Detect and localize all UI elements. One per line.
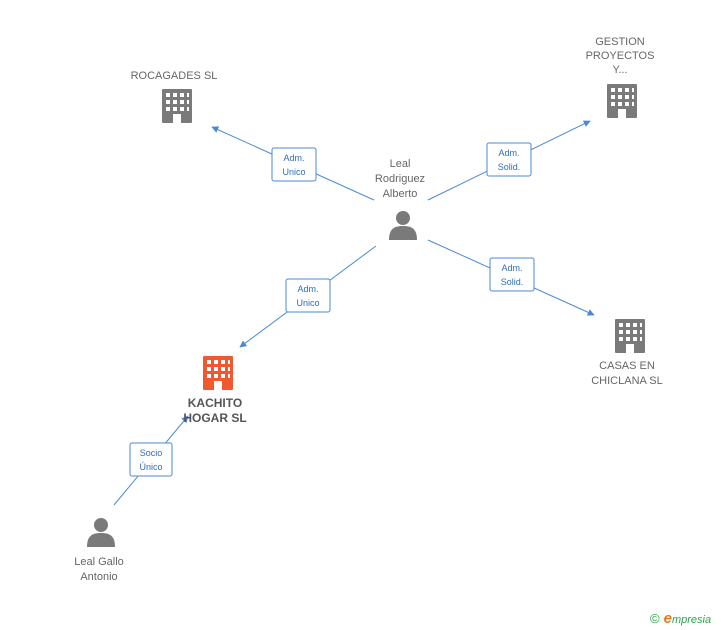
node-label: Rodriguez	[375, 173, 425, 185]
building-icon	[162, 89, 192, 123]
node-label: Y...	[612, 64, 627, 76]
person-icon	[389, 211, 417, 240]
node-label: HOGAR SL	[183, 411, 246, 425]
edge-label: Socio	[140, 448, 163, 458]
edge-leal-rodriguez-gestion: Adm. Solid.	[427, 120, 591, 201]
node-leal-gallo[interactable]: Leal Gallo Antonio	[74, 518, 124, 583]
edge-label: Unico	[296, 298, 319, 308]
node-label: PROYECTOS	[586, 50, 655, 62]
node-label: GESTION	[595, 36, 645, 48]
brand-initial: e	[663, 609, 672, 627]
edge-label: Solid.	[501, 277, 524, 287]
building-icon	[607, 84, 637, 118]
node-label: CASAS EN	[599, 360, 655, 372]
node-label: ROCAGADES SL	[131, 70, 218, 82]
edge-leal-gallo-kachito: Socio Único	[113, 415, 189, 506]
edge-label: Adm.	[283, 153, 304, 163]
node-rocagades[interactable]: ROCAGADES SL	[131, 70, 218, 123]
node-leal-rodriguez[interactable]: Leal Rodriguez Alberto	[375, 158, 425, 240]
footer-brand: © empresia	[650, 608, 711, 628]
node-casas[interactable]: CASAS EN CHICLANA SL	[591, 319, 663, 387]
person-icon	[87, 518, 115, 547]
node-label: Antonio	[80, 571, 117, 583]
edge-label: Adm.	[297, 284, 318, 294]
copyright-icon: ©	[650, 610, 660, 626]
edge-leal-rodriguez-casas: Adm. Solid.	[427, 239, 595, 316]
edge-label: Adm.	[498, 148, 519, 158]
node-label: KACHITO	[188, 396, 242, 410]
edge-label: Adm.	[501, 263, 522, 273]
node-gestion[interactable]: GESTION PROYECTOS Y...	[586, 36, 655, 118]
edge-label: Único	[139, 462, 162, 472]
node-label: CHICLANA SL	[591, 375, 663, 387]
node-label: Leal Gallo	[74, 556, 124, 568]
brand-rest: mpresia	[671, 613, 712, 626]
building-icon	[615, 319, 645, 353]
edge-label: Unico	[282, 167, 305, 177]
brand-logo[interactable]: empresia	[664, 610, 711, 627]
node-kachito[interactable]: KACHITO HOGAR SL	[183, 356, 247, 425]
edge-label: Solid.	[498, 162, 521, 172]
building-icon	[203, 356, 233, 390]
edge-leal-rodriguez-rocagades: Adm. Unico	[211, 126, 375, 201]
edge-leal-rodriguez-kachito: Adm. Unico	[239, 245, 377, 348]
node-label: Alberto	[383, 188, 418, 200]
node-label: Leal	[390, 158, 411, 170]
